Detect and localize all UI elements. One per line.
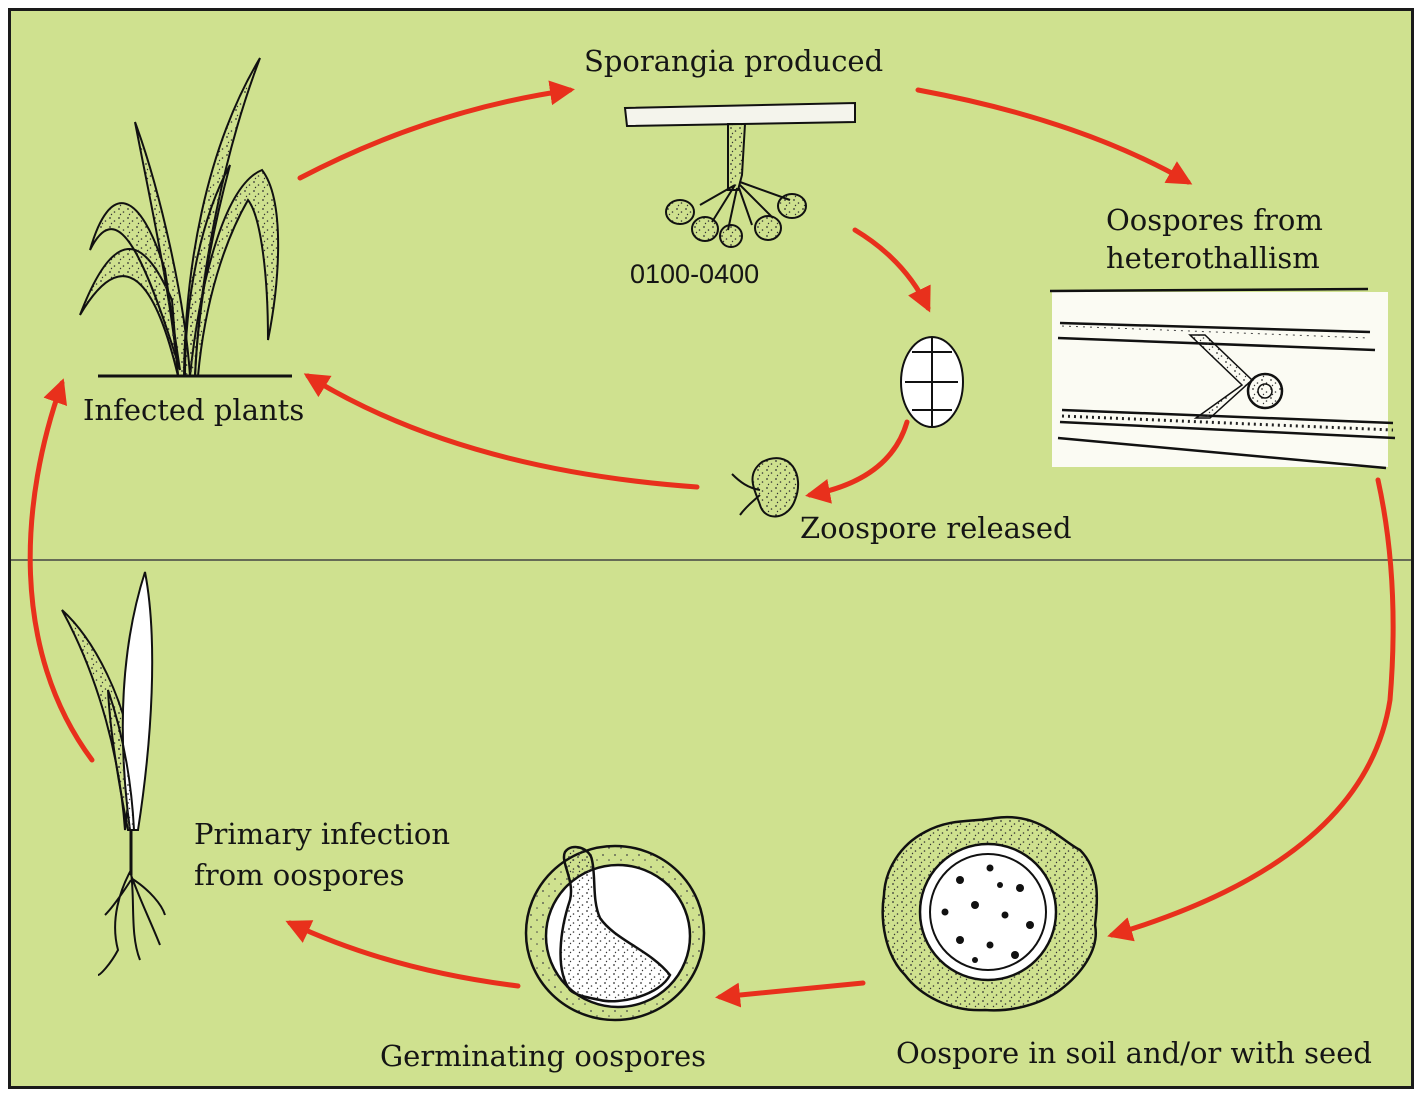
label-from-oospores: from oospores (194, 857, 405, 893)
label-zoospore-released: Zoospore released (800, 510, 1072, 546)
heterothallism-leaf-section-illustration (1050, 289, 1395, 468)
label-infected-plants: Infected plants (83, 392, 304, 428)
label-primary-infection: Primary infection (194, 816, 450, 852)
label-oospore-in-soil: Oospore in soil and/or with seed (896, 1035, 1372, 1071)
label-time-range: 0100-0400 (630, 258, 759, 292)
label-heterothallism: heterothallism (1106, 240, 1320, 276)
oospore-illustration (883, 817, 1097, 1010)
label-sporangia-produced: Sporangia produced (584, 43, 883, 79)
germinating-oospore-illustration (526, 846, 704, 1020)
label-oospores-from: Oospores from (1106, 202, 1323, 238)
label-germinating-oospores: Germinating oospores (380, 1038, 706, 1074)
sporangium-illustration (901, 337, 963, 427)
